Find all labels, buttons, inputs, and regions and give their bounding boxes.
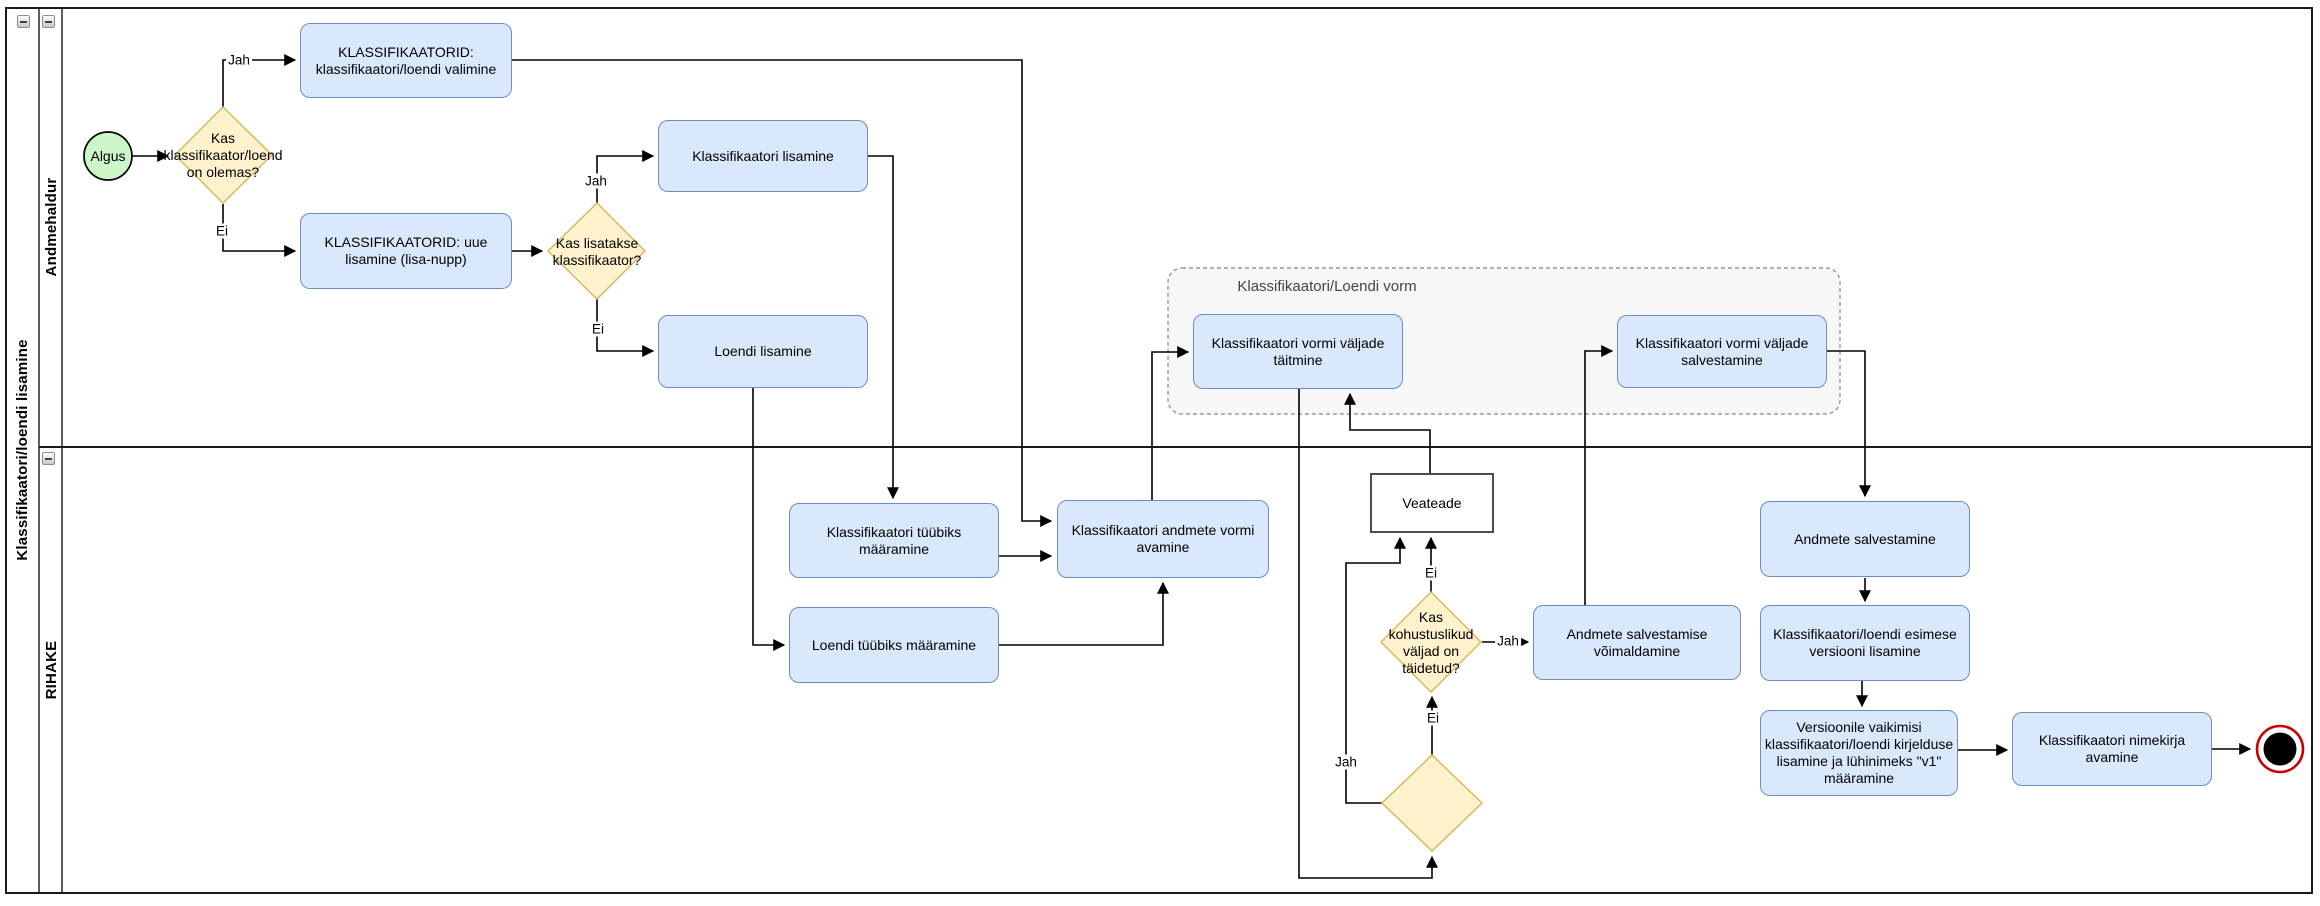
edge-olemas-ei-uue-lisamine <box>222 204 297 257</box>
collapse-lane-andmehaldur-button[interactable] <box>42 15 55 28</box>
pool-border <box>5 7 2313 894</box>
task-esimese-versiooni-lisamine[interactable]: Klassifikaatori/loendi esimese versiooni… <box>1760 605 1970 681</box>
decision-kas-lisatakse-label: Kas lisatakse klassifikaator? <box>552 234 642 268</box>
edge-loendi-tuubiks-to-avamine <box>999 581 1169 646</box>
decision-nimetusega-olemas[interactable] <box>1380 754 1484 852</box>
group-label: Klassifikaatori/Loendi vorm <box>1237 277 1417 295</box>
edge-label-jah-kohustuslikud: Jah <box>1495 633 1521 649</box>
edge-label-jah-lisatakse: Jah <box>583 173 609 189</box>
edge-olemas-jah-valimine <box>222 54 297 107</box>
start-event[interactable] <box>83 131 133 181</box>
task-klassifikaatori-tuubiks-maaramine[interactable]: Klassifikaatori tüübiks määramine <box>789 503 999 578</box>
decision-klassifikaator-olemas-label: Kas klassifikaator/loend on olemas? <box>163 129 283 180</box>
pool-title: Klassifikaatori/loendi lisamine <box>13 339 31 561</box>
edge-avamine-to-taitmine <box>1151 346 1190 500</box>
task-klassifikaatorid-uue-lisamine[interactable]: KLASSIFIKAATORID: uue lisamine (lisa-nup… <box>300 213 512 289</box>
task-klassifikaatori-lisamine[interactable]: Klassifikaatori lisamine <box>658 120 868 192</box>
edge-label-ei-nimetusega: Ei <box>1424 710 1442 726</box>
edge-taitmine-to-nimetusega <box>1298 389 1438 879</box>
minus-icon <box>45 457 52 460</box>
lane-title-rihake: RIHAKE <box>42 640 60 700</box>
task-andmete-vormi-avamine[interactable]: Klassifikaatori andmete vormi avamine <box>1057 500 1269 578</box>
edge-label-ei-lisatakse: Ei <box>589 321 607 337</box>
collapse-lane-rihake-button[interactable] <box>42 452 55 465</box>
edge-lisatakse-ei-loendi-lisamine <box>596 299 655 357</box>
edge-voimaldamine-to-salvestamine-vorm <box>1584 345 1614 605</box>
edge-label-jah-nimetusega: Jah <box>1333 754 1359 770</box>
lane-title-andmehaldur: Andmehaldur <box>42 177 60 277</box>
decision-nimetusega-olemas-label <box>1362 760 1502 848</box>
decision-kas-lisatakse[interactable] <box>546 202 646 300</box>
task-nimekirja-avamine[interactable]: Klassifikaatori nimekirja avamine <box>2012 712 2212 786</box>
edge-nimetusega-jah-veateade <box>1345 536 1406 804</box>
minus-icon <box>20 20 27 23</box>
task-vormi-valjade-salvestamine[interactable]: Klassifikaatori vormi väljade salvestami… <box>1617 315 1827 388</box>
edge-valimine-to-avamine <box>512 59 1053 527</box>
edge-label-ei-kohustuslikud: Ei <box>1422 565 1440 581</box>
end-event-core[interactable] <box>2263 732 2297 766</box>
edge-label-ei-olemas: Ei <box>213 223 231 239</box>
minus-icon <box>45 20 52 23</box>
task-vormi-valjade-taitmine[interactable]: Klassifikaatori vormi väljade täitmine <box>1193 314 1403 389</box>
end-event-ring[interactable] <box>2255 724 2305 774</box>
task-veateade[interactable]: Veateade <box>1370 473 1494 533</box>
decision-kohustuslikud-taidetud[interactable] <box>1380 591 1482 693</box>
task-loendi-lisamine[interactable]: Loendi lisamine <box>658 315 868 388</box>
edge-veateade-to-taitmine <box>1344 392 1431 473</box>
task-loendi-tuubiks-maaramine[interactable]: Loendi tüübiks määramine <box>789 607 999 683</box>
decision-kohustuslikud-taidetud-label: Kas kohustuslikud väljad on täidetud? <box>1388 609 1474 676</box>
task-andmete-salvestamise-voimaldamine[interactable]: Andmete salvestamise võimaldamine <box>1533 605 1741 680</box>
edge-label-jah-olemas: Jah <box>226 52 252 68</box>
task-klassifikaatorid-valimine[interactable]: KLASSIFIKAATORID: klassifikaatori/loendi… <box>300 23 512 98</box>
decision-klassifikaator-olemas[interactable] <box>174 106 274 204</box>
collapse-pool-button[interactable] <box>17 15 30 28</box>
edge-salvestamine-vorm-to-andmete-salvestamine <box>1827 350 1871 498</box>
start-event-label: Algus <box>90 147 126 164</box>
task-andmete-salvestamine[interactable]: Andmete salvestamine <box>1760 501 1970 577</box>
task-versioonile-vaikimisi[interactable]: Versioonile vaikimisi klassifikaatori/lo… <box>1760 710 1958 796</box>
edge-loendi-lisamine-to-loendi-tuubiks <box>752 388 786 651</box>
edge-klassifikaatori-lisamine-to-tuubiks <box>868 155 899 500</box>
